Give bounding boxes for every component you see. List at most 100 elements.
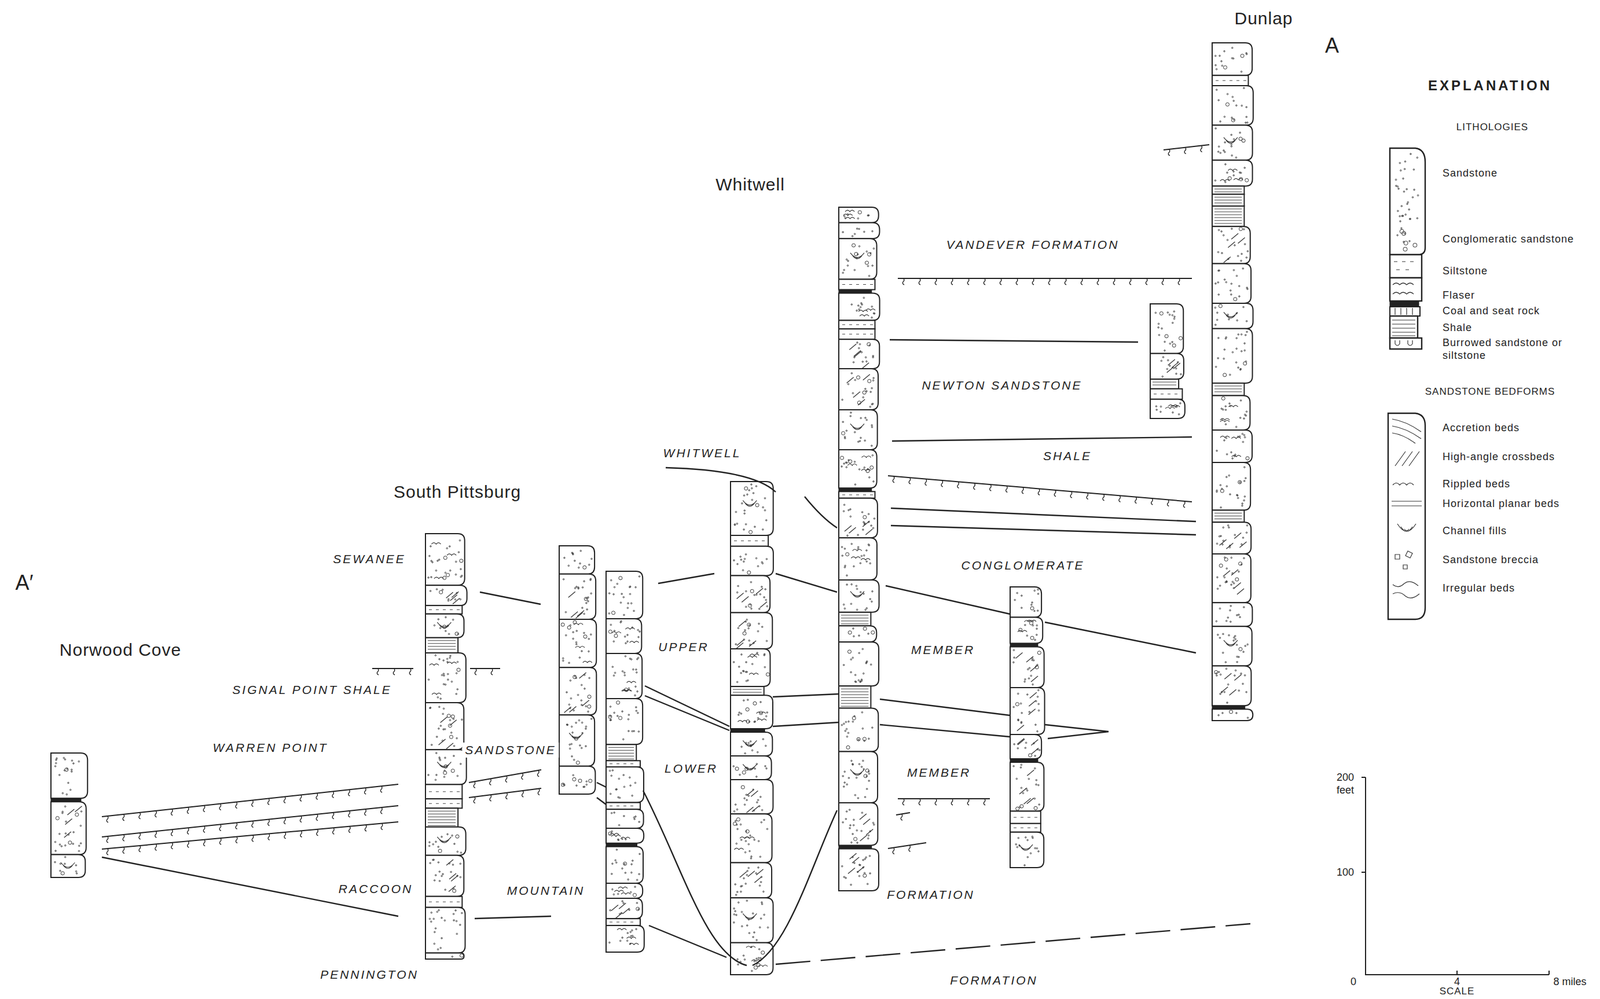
sand-grain	[621, 670, 623, 673]
sand-grain	[1243, 349, 1246, 351]
sand-grain	[446, 714, 451, 718]
silt-mark	[870, 324, 873, 325]
sand-grain	[1028, 753, 1033, 758]
sand-grain	[575, 586, 578, 588]
ripple-mark	[1220, 179, 1230, 182]
siltstone-bed	[1010, 823, 1041, 833]
sand-grain	[629, 585, 631, 587]
sand-grain	[1169, 342, 1171, 344]
sand-grain	[1031, 602, 1033, 604]
unconformity-tick	[235, 802, 238, 809]
crossbed-mark	[1015, 652, 1023, 659]
sand-grain	[871, 630, 875, 635]
sand-grain	[444, 757, 446, 759]
unconformity-tick	[983, 278, 986, 285]
crossbed-mark	[859, 813, 867, 820]
sand-grain	[842, 775, 844, 777]
unconformity-tick	[1200, 145, 1203, 153]
sand-grain	[868, 476, 871, 479]
sand-grain	[748, 603, 752, 608]
sand-grain	[455, 560, 457, 563]
sand-grain	[756, 593, 758, 596]
sand-grain	[754, 526, 756, 528]
ripple-mark	[1227, 169, 1238, 171]
sand-grain	[455, 920, 457, 922]
silt-mark	[435, 609, 439, 611]
sand-grain	[1036, 664, 1038, 666]
sand-grain	[871, 424, 873, 427]
sand-grain	[1243, 466, 1246, 468]
sand-grain	[1158, 334, 1160, 336]
unconformity-tick	[364, 787, 367, 795]
sand-grain	[1243, 499, 1245, 501]
channel-mark	[437, 837, 451, 843]
sand-grain	[761, 903, 763, 905]
sand-grain	[1037, 689, 1040, 691]
sand-grain	[1036, 628, 1038, 630]
sand-grain	[1036, 696, 1038, 698]
sand-grain	[1400, 205, 1403, 207]
sand-grain	[1036, 848, 1038, 850]
correlation-line	[890, 508, 1196, 522]
sand-grain	[611, 873, 613, 875]
sand-grain	[742, 631, 747, 636]
sand-grain	[760, 701, 762, 703]
sand-grain	[627, 602, 629, 604]
ripple-mark	[611, 835, 621, 838]
shale-lamina	[1214, 388, 1242, 390]
sand-grain	[865, 788, 868, 790]
ripple-mark	[861, 469, 871, 472]
sand-grain	[636, 879, 638, 881]
sand-grain	[841, 555, 843, 557]
sand-grain	[1243, 674, 1246, 677]
sand-grain	[738, 712, 740, 714]
sand-grain	[762, 529, 764, 531]
sand-grain	[857, 210, 862, 215]
crossbed-mark	[756, 588, 763, 594]
sandstone-bed	[838, 207, 879, 223]
sand-grain	[744, 752, 746, 754]
sand-grain	[429, 707, 431, 709]
sand-grain	[849, 515, 851, 517]
unconformity-tick	[171, 829, 174, 836]
sand-grain	[609, 715, 611, 717]
shale-bed	[730, 686, 765, 696]
sand-grain	[1238, 614, 1240, 616]
silt-mark	[870, 334, 873, 335]
sand-grain	[441, 589, 443, 591]
silt-mark	[630, 922, 634, 923]
unconformity-tick	[918, 798, 921, 806]
sand-grain	[1216, 312, 1218, 314]
sand-grain	[1408, 240, 1411, 242]
shale-lamina	[841, 614, 869, 616]
sand-grain	[860, 437, 862, 439]
shale-bed	[425, 637, 458, 653]
sand-grain	[446, 573, 450, 577]
sand-grain	[443, 769, 446, 772]
sand-grain	[452, 619, 454, 621]
sand-grain	[1243, 167, 1246, 169]
crossbed-mark	[1030, 739, 1038, 746]
sand-grain	[1034, 767, 1036, 769]
sand-grain	[431, 744, 433, 746]
sand-grain	[1226, 476, 1228, 478]
shale-lamina	[841, 697, 869, 699]
sand-grain	[621, 867, 623, 869]
crossbed-mark	[1030, 676, 1038, 682]
sand-grain	[581, 650, 583, 652]
sand-grain	[460, 568, 462, 570]
sand-grain	[841, 465, 843, 468]
ripple-mark	[629, 943, 639, 946]
sand-grain	[585, 597, 587, 600]
sand-grain	[1230, 283, 1232, 285]
sand-grain	[864, 858, 866, 860]
shale-lamina	[841, 623, 869, 625]
sand-grain	[871, 306, 873, 308]
sandstone-bed	[1212, 666, 1251, 707]
silt-mark	[616, 763, 620, 765]
sand-grain	[1034, 755, 1036, 757]
sand-grain	[1026, 694, 1029, 696]
sand-grain	[1033, 610, 1036, 612]
sandstone-bed	[1150, 399, 1185, 419]
unconformity-tick	[316, 793, 318, 800]
